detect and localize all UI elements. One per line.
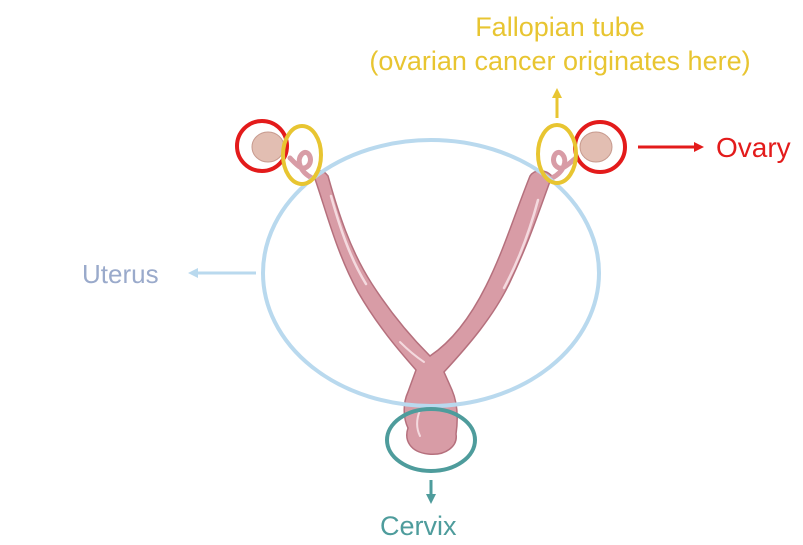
fallopian-tube-note: (ovarian cancer originates here) xyxy=(280,44,803,78)
left-ovary xyxy=(252,132,284,162)
left-tube-squiggle xyxy=(290,152,312,178)
right-ovary xyxy=(580,132,612,162)
uterus-label: Uterus xyxy=(82,261,159,287)
uterus-body xyxy=(314,171,552,455)
ovary-label: Ovary xyxy=(716,134,791,162)
fallopian-tube-label: Fallopian tube (ovarian cancer originate… xyxy=(280,10,803,78)
fallopian-tube-title: Fallopian tube xyxy=(280,10,803,44)
cervix-label: Cervix xyxy=(380,513,457,540)
